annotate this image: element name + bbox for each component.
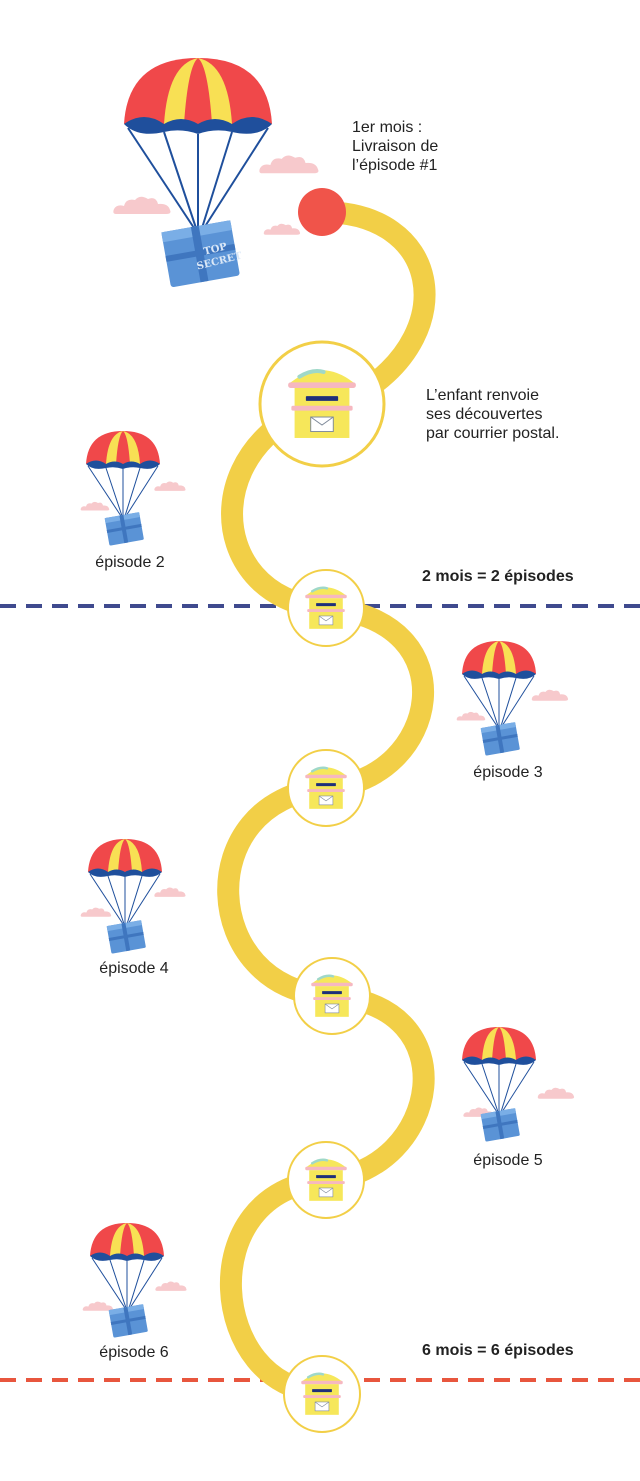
cloud-icon — [80, 907, 112, 917]
summary-six-months: 6 mois = 6 épisodes — [422, 1342, 574, 1359]
cloud-icon — [80, 501, 110, 511]
cloud-icon — [456, 711, 486, 721]
mailbox-icon — [300, 1372, 344, 1417]
cloud-icon — [531, 689, 569, 701]
parachute-box-icon — [85, 430, 161, 547]
return-note: L’enfant renvoie ses découvertes par cou… — [426, 386, 626, 443]
mailbox-icon — [304, 766, 348, 811]
episode-label-5: épisode 5 — [473, 1152, 543, 1169]
intro-line-1: 1er mois : — [352, 119, 423, 136]
return-note-line-2: ses découvertes — [426, 406, 543, 423]
parachute-box-icon — [461, 640, 537, 757]
intro-line-2: Livraison de — [352, 138, 439, 155]
cloud-icon — [154, 481, 186, 491]
mailbox-icon — [304, 1158, 348, 1203]
intro-line-3: l’épisode #1 — [352, 157, 438, 174]
cloud-icon — [82, 1301, 114, 1311]
episode-label-3: épisode 3 — [473, 764, 543, 781]
parachute-box-icon — [89, 1222, 165, 1339]
start-dot — [298, 188, 346, 236]
parachute-box-icon — [87, 838, 163, 955]
cloud-icon — [537, 1087, 575, 1099]
episode-label-4: épisode 4 — [99, 960, 169, 977]
return-note-line-3: par courrier postal. — [426, 425, 560, 442]
mailbox-icon — [288, 370, 356, 438]
cloud-icon — [263, 223, 301, 235]
parachute-box-icon — [123, 57, 273, 289]
mailbox-icon — [304, 586, 348, 631]
mailbox-icon — [310, 974, 354, 1019]
cloud-icon — [154, 887, 186, 897]
episode-label-6: épisode 6 — [99, 1344, 169, 1361]
intro-text: 1er mois : Livraison de l’épisode #1 — [352, 118, 482, 175]
summary-two-months: 2 mois = 2 épisodes — [422, 568, 574, 585]
cloud-icon — [155, 1281, 187, 1291]
episode-label-2: épisode 2 — [95, 554, 165, 571]
return-note-line-1: L’enfant renvoie — [426, 387, 539, 404]
cloud-icon — [113, 196, 171, 214]
cloud-icon — [259, 155, 319, 174]
parachute-box-icon — [461, 1026, 537, 1143]
